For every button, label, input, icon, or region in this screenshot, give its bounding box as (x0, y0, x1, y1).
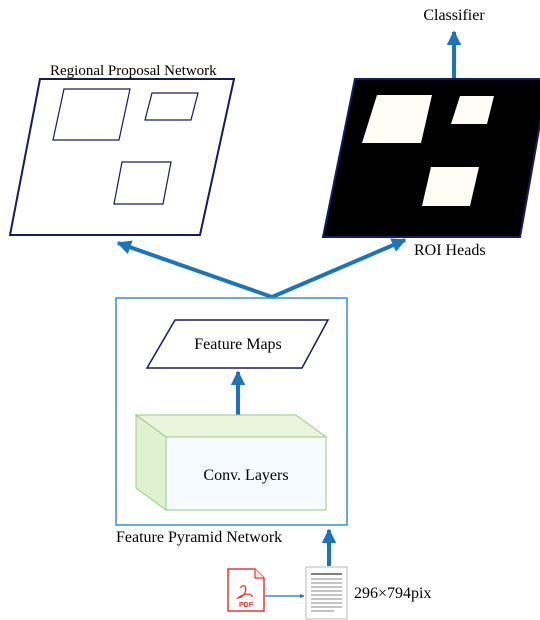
conv-layers-label: Conv. Layers (203, 467, 288, 484)
rpn-panel (8, 78, 236, 236)
feature-maps-shape (145, 319, 330, 369)
roi-box (422, 167, 479, 206)
image-size-label: 296×794pix (354, 585, 431, 602)
conv-layers-top (134, 414, 328, 438)
conv-layers-front (165, 436, 327, 511)
pdf-file-icon: PDF (227, 568, 265, 612)
rpn-label: Regional Proposal Network (50, 63, 217, 79)
roi-heads-panel (321, 78, 540, 238)
roi-box (362, 95, 432, 143)
fpn-container (115, 297, 348, 526)
rpn-proposal-box (144, 92, 199, 121)
rpn-proposal-box (52, 88, 131, 141)
roi-heads-label: ROI Heads (414, 242, 486, 259)
arrow-to-rpn (116, 240, 273, 299)
arrow-to-roi-heads (271, 238, 407, 299)
document-page-icon (305, 566, 348, 620)
pdf-icon-text: PDF (239, 602, 254, 609)
rpn-proposal-box (113, 161, 172, 205)
roi-box (451, 96, 494, 124)
classifier-label: Classifier (423, 7, 485, 24)
feature-maps-label: Feature Maps (194, 336, 282, 353)
fpn-label: Feature Pyramid Network (116, 529, 282, 546)
